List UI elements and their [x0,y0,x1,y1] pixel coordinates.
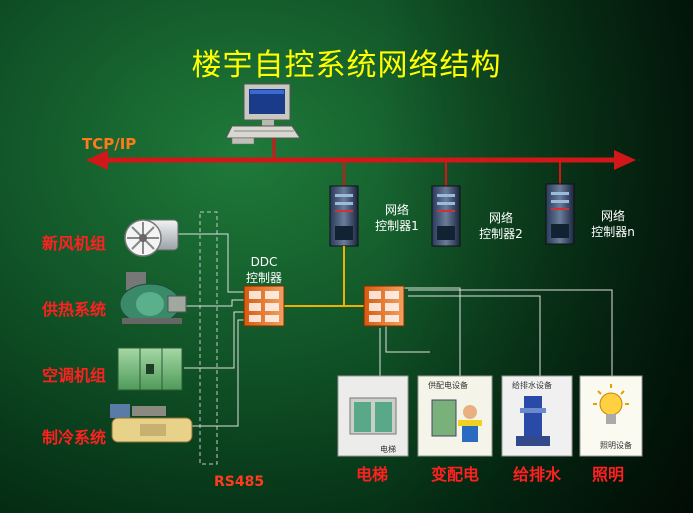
lighting-panel [579,375,643,457]
subsystem-label-refrigeration: 制冷系统 [42,428,107,447]
elevator-caption: 电梯 [380,445,396,454]
field-wiring [178,233,613,427]
water-pump-panel [501,375,573,457]
controller-label-line2: 控制器2 [479,227,523,241]
power-distribution-panel [417,375,493,457]
device-label-power-distribution: 变配电 [431,465,480,484]
controller-label-line2: 控制器n [591,225,635,239]
device-label-elevator: 电梯 [356,465,389,484]
controller-label-line1: 网络 [384,203,409,217]
controller-label-line1: 网络 [488,211,513,225]
network-controller-2-label: 网络 控制器2 [466,210,536,242]
elevator-panel [337,375,409,457]
tcp-ip-backbone [86,150,636,170]
fan-unit-icon [124,219,179,257]
tcp-ip-label: TCP/IP [82,135,137,153]
ddc-label-line1: DDC [250,255,278,269]
subsystem-label-air-conditioning: 空调机组 [42,366,107,385]
water-pump-caption: 给排水设备 [512,381,552,390]
subsystem-label-fresh-air: 新风机组 [42,234,107,253]
controller-label-line1: 网络 [600,209,625,223]
lighting-caption: 照明设备 [600,441,632,450]
controller-label-line2: 控制器1 [375,219,419,233]
network-controller-n-icon [545,160,575,245]
subsystem-label-heating: 供热系统 [42,300,107,319]
workstation-computer-icon [225,83,301,160]
ddc-label-line2: 控制器 [245,271,282,285]
chiller-icon [110,404,193,443]
device-label-water: 给排水 [513,465,562,484]
network-controller-2-icon [431,160,461,247]
ddc-controller-1-icon [243,285,285,327]
rs485-label: RS485 [214,474,265,490]
air-handler-icon [117,347,183,391]
rs485-bus-box [199,211,218,465]
boiler-icon [119,272,187,325]
ddc-controller-label: DDC 控制器 [242,254,286,286]
network-controller-1-label: 网络 控制器1 [362,202,432,234]
page-title: 楼宇自控系统网络结构 [191,48,502,83]
network-controller-1-icon [329,160,359,247]
device-label-lighting: 照明 [592,465,625,484]
network-controller-n-label: 网络 控制器n [578,208,648,240]
controller-links [284,246,364,307]
ddc-controller-2-icon [363,285,405,327]
power-distribution-caption: 供配电设备 [428,381,468,390]
